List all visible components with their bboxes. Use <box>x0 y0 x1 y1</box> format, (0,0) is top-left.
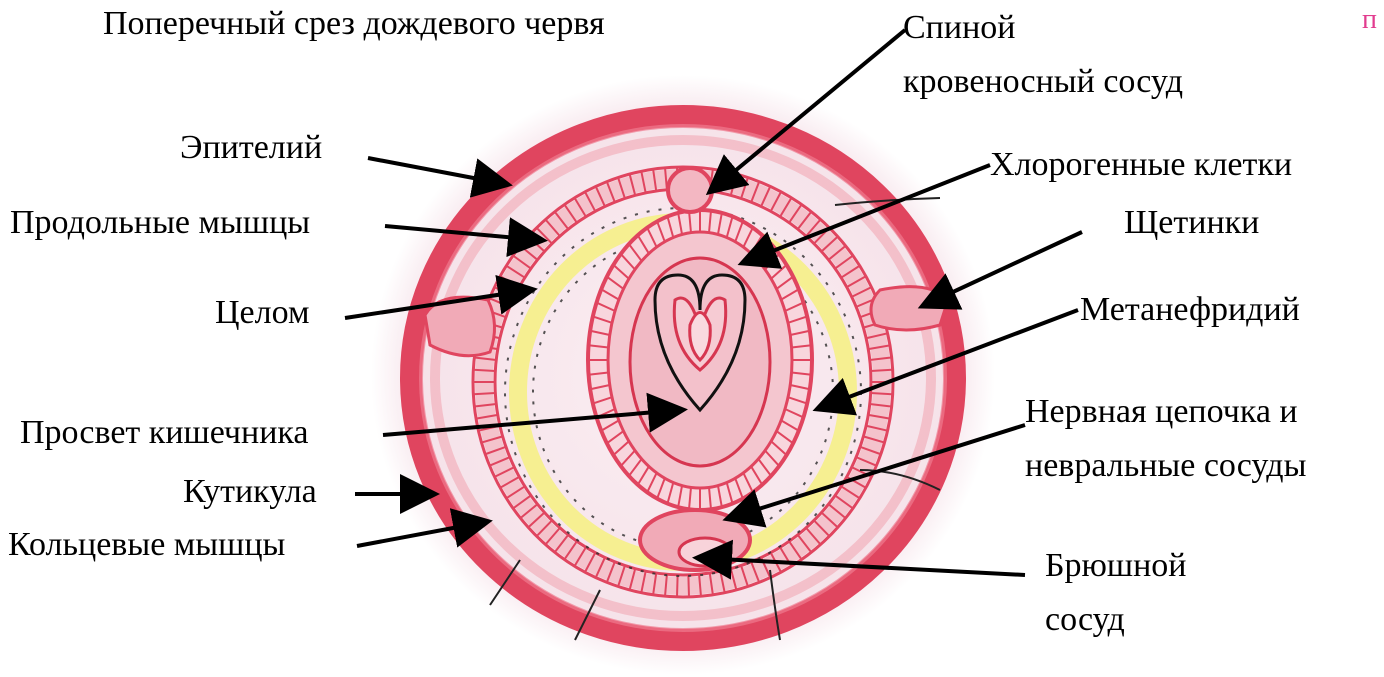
layer-tick <box>688 575 689 597</box>
label-longitudinal-muscles: Продольные мышцы <box>10 203 310 243</box>
dorsal-vessel <box>668 168 712 212</box>
label-metanephridium: Метанефридий <box>1080 290 1300 330</box>
label-nerve-cord-line2: невральные сосуды <box>1025 446 1306 486</box>
layer-tick <box>677 575 678 597</box>
label-nerve-cord-line1: Нервная цепочка и <box>1025 392 1298 432</box>
label-dorsal-vessel-line1: Спиной <box>903 8 1015 48</box>
layer-tick <box>871 370 893 371</box>
layer-tick <box>473 393 495 394</box>
label-ventral-vessel-line2: сосуд <box>1045 600 1125 640</box>
label-setae: Щетинки <box>1124 203 1259 243</box>
label-circular-muscles: Кольцевые мышцы <box>8 525 285 565</box>
ventral-vessel <box>679 538 731 566</box>
label-coelom: Целом <box>215 293 309 333</box>
seta-right <box>871 287 948 330</box>
label-chloragogen: Хлорогенные клетки <box>990 145 1292 185</box>
layer-tick <box>473 370 495 371</box>
label-ventral-vessel-line1: Брюшной <box>1045 546 1187 586</box>
label-cuticle: Кутикула <box>183 472 317 512</box>
label-dorsal-vessel-line2: кровеносный сосуд <box>903 62 1183 102</box>
label-gut-lumen: Просвет кишечника <box>20 413 309 453</box>
corner-mark: п <box>1362 4 1377 36</box>
label-epithelium: Эпителий <box>180 128 322 168</box>
diagram-title: Поперечный срез дождевого червя <box>103 4 605 44</box>
layer-tick <box>871 393 893 394</box>
